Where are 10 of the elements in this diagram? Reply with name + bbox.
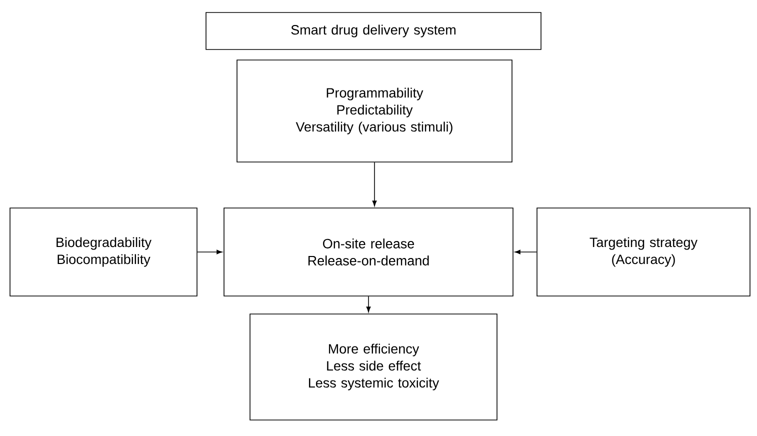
arrow	[366, 296, 371, 312]
text-box: On-site release Release-on-demand	[224, 208, 514, 296]
text-box: Targeting strategy (Accuracy)	[536, 208, 750, 296]
text-box: More efficiency Less side effect Less systemic toxicity	[250, 314, 498, 420]
text-box: Programmability Predictability Versatility (various stimuli)	[236, 60, 512, 162]
text-box: Biodegradability Biocompatibility	[10, 208, 198, 296]
arrow	[372, 162, 377, 206]
arrow	[197, 250, 222, 254]
arrow	[514, 250, 537, 254]
text-box: Smart drug delivery system	[206, 12, 542, 50]
